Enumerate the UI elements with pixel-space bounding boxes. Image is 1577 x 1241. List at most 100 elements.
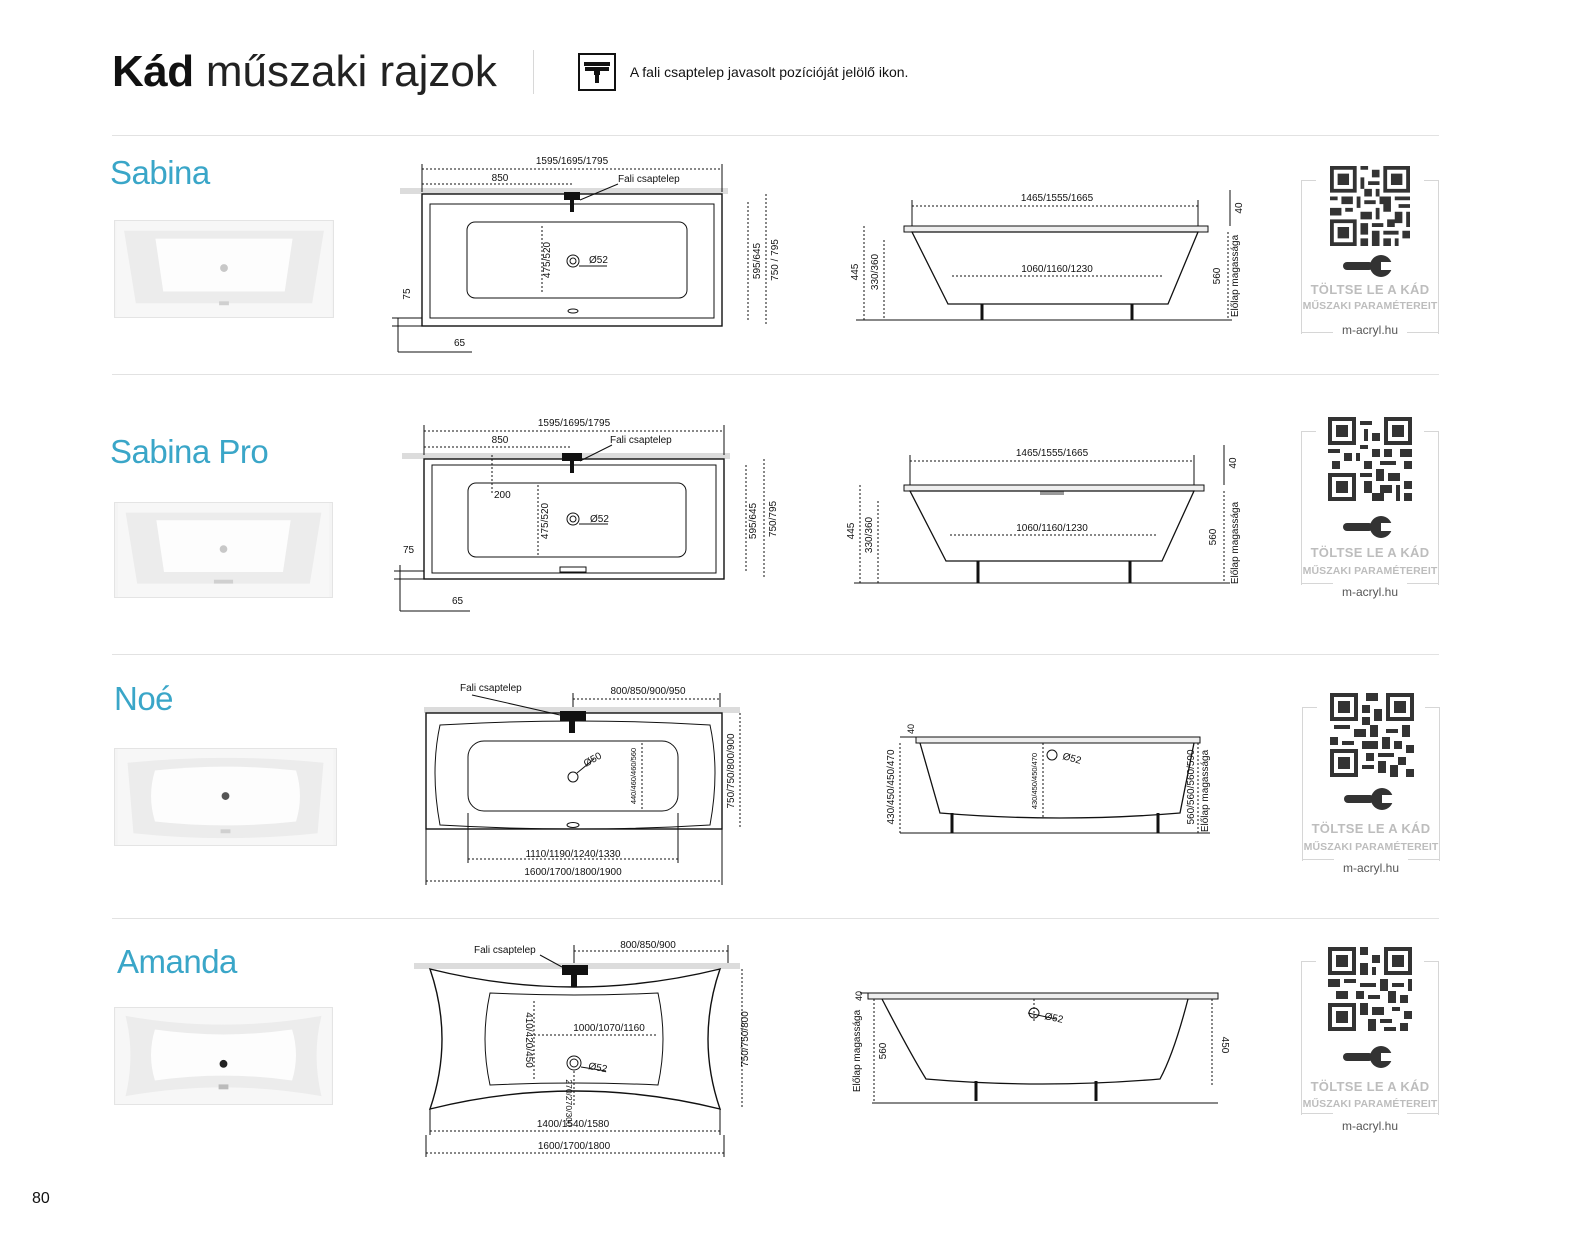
qr-card-bottom bbox=[1301, 1113, 1439, 1114]
dim-left: 75 bbox=[403, 545, 415, 556]
panel-label: Előlap magassága bbox=[1230, 234, 1241, 317]
dim-height: 430/450/450/470 bbox=[886, 749, 897, 825]
dim-width-outer: 750 / 795 bbox=[770, 239, 781, 281]
faucet-label: Fali csaptelep bbox=[474, 945, 536, 956]
top-view-drawing: 1595/1695/1795 850 Fali csaptelep 475/52… bbox=[392, 154, 792, 359]
dim-drain-offset: 270/270/300 bbox=[564, 1079, 574, 1127]
dim-faucet-offset: 850 bbox=[492, 435, 509, 446]
dim-rim: 40 bbox=[854, 991, 864, 1001]
dim-top-length: 1465/1555/1665 bbox=[1016, 448, 1089, 459]
qr-cta-line1: TÖLTSE LE A KÁD bbox=[1311, 821, 1431, 836]
dim-width-inner: 595/645 bbox=[748, 502, 759, 539]
qr-url-text[interactable]: m-acryl.hu bbox=[1337, 585, 1402, 599]
qr-cta-line1: TÖLTSE LE A KÁD bbox=[1310, 545, 1430, 560]
dim-top-length: 1465/1555/1665 bbox=[1021, 193, 1094, 204]
drain-label: Ø52 bbox=[590, 514, 609, 525]
side-view-drawing: 40 560 Előlap magassága Ø52 450 bbox=[852, 983, 1232, 1113]
qr-url[interactable]: m-acryl.hu bbox=[1301, 585, 1439, 599]
qr-card-frame bbox=[1301, 431, 1439, 585]
bathtub-photo bbox=[114, 220, 334, 318]
dim-length: 1595/1695/1795 bbox=[536, 156, 609, 167]
faucet-label: Fali csaptelep bbox=[610, 435, 672, 446]
wrench-icon bbox=[1344, 788, 1398, 810]
dim-panel-height: 560 bbox=[878, 1042, 889, 1059]
top-view-drawing: Fali csaptelep 800/850/900/950 Ø50 440/4… bbox=[420, 679, 760, 889]
qr-card[interactable]: TÖLTSE LE A KÁD MŰSZAKI PARAMÉTEREIT m-a… bbox=[1301, 417, 1439, 599]
qr-card[interactable]: TÖLTSE LE A KÁD MŰSZAKI PARAMÉTEREIT m-a… bbox=[1301, 166, 1439, 337]
qr-url-text[interactable]: m-acryl.hu bbox=[1337, 1119, 1402, 1133]
qr-card[interactable]: TÖLTSE LE A KÁD MŰSZAKI PARAMÉTEREIT m-a… bbox=[1302, 693, 1440, 875]
wrench-icon bbox=[1343, 255, 1397, 277]
dim-inner-length: 1110/1190/1240/1330 bbox=[525, 849, 621, 860]
qr-cta-line1: TÖLTSE LE A KÁD bbox=[1310, 282, 1430, 297]
qr-cta-line2: MŰSZAKI PARAMÉTEREIT bbox=[1303, 841, 1439, 853]
qr-url[interactable]: m-acryl.hu bbox=[1302, 861, 1440, 875]
qr-code-icon[interactable] bbox=[1330, 166, 1410, 246]
bathtub-photo bbox=[114, 748, 337, 846]
dim-inner-width: 440/460/460/560 bbox=[629, 748, 638, 804]
panel-label: Előlap magassága bbox=[1200, 749, 1211, 832]
panel-label: Előlap magassága bbox=[1230, 501, 1241, 584]
dim-length: 1595/1695/1795 bbox=[538, 418, 611, 429]
dim-length: 1600/1700/1800 bbox=[538, 1141, 611, 1152]
qr-cta-line2: MŰSZAKI PARAMÉTEREIT bbox=[1302, 1098, 1438, 1110]
qr-code-icon[interactable] bbox=[1328, 417, 1412, 501]
qr-code-icon[interactable] bbox=[1328, 947, 1412, 1031]
dim-faucet-offset: 850 bbox=[492, 173, 509, 184]
qr-card[interactable]: TÖLTSE LE A KÁD MŰSZAKI PARAMÉTEREIT m-a… bbox=[1301, 947, 1439, 1133]
side-view-drawing: 40 430/450/450/470 430/450/450/470 Ø52 5… bbox=[880, 717, 1230, 847]
divider bbox=[112, 374, 1439, 375]
page-header: Kád műszaki rajzok A fali csaptelep java… bbox=[112, 42, 908, 102]
qr-url[interactable]: m-acryl.hu bbox=[1301, 1119, 1439, 1133]
model-section-sabina: Sabina 1595/1695/1795 850 bbox=[0, 136, 1577, 374]
wall-faucet-icon bbox=[577, 53, 616, 91]
qr-url-text[interactable]: m-acryl.hu bbox=[1337, 323, 1402, 337]
dim-height-b: 330/360 bbox=[864, 516, 875, 553]
header-divider bbox=[532, 50, 534, 94]
drain-label: Ø52 bbox=[587, 1061, 608, 1075]
dim-panel-height: 560 bbox=[1208, 528, 1219, 545]
dim-inner-height: 430/450/450/470 bbox=[1030, 753, 1039, 809]
top-view-drawing: 1595/1695/1795 850 Fali csaptelep 200 47… bbox=[394, 415, 794, 620]
divider bbox=[112, 135, 1439, 136]
page-title-bold: Kád bbox=[112, 47, 194, 96]
dim-width: 750/750/800/900 bbox=[726, 733, 737, 809]
dim-faucet-offset: 800/850/900/950 bbox=[610, 686, 686, 697]
faucet-label: Fali csaptelep bbox=[618, 174, 680, 185]
dim-inner-length: 1000/1070/1160 bbox=[573, 1023, 645, 1034]
dim-left: 75 bbox=[402, 288, 413, 300]
dim-faucet-offset: 800/850/900 bbox=[620, 940, 676, 951]
qr-card-frame bbox=[1301, 180, 1439, 334]
qr-url[interactable]: m-acryl.hu bbox=[1301, 323, 1439, 337]
dim-bottom: 65 bbox=[454, 338, 466, 349]
drain-label: Ø50 bbox=[582, 750, 604, 769]
model-section-sabina-pro: Sabina Pro 1595/1695/1795 850 bbox=[0, 375, 1577, 654]
qr-cta-line2: MŰSZAKI PARAMÉTEREIT bbox=[1302, 565, 1438, 577]
wrench-icon bbox=[1343, 516, 1397, 538]
dim-panel-height: 560 bbox=[1212, 267, 1223, 284]
side-view-drawing: 1465/1555/1665 1060/1160/1230 40 445 330… bbox=[850, 180, 1252, 340]
dim-depth: 450 bbox=[1219, 1037, 1230, 1054]
model-section-amanda: Amanda Fali csaptelep 800/850/900 410/4 bbox=[0, 919, 1577, 1179]
legend-text: A fali csaptelep javasolt pozícióját jel… bbox=[629, 64, 909, 80]
qr-card-bottom bbox=[1301, 583, 1439, 584]
dim-inner-width: 475/520 bbox=[542, 241, 553, 278]
dim-bottom: 65 bbox=[452, 596, 464, 607]
dim-panel-height: 560/560/560/590 bbox=[1186, 749, 1197, 825]
qr-url-text[interactable]: m-acryl.hu bbox=[1338, 861, 1403, 875]
panel-label: Előlap magassága bbox=[852, 1009, 863, 1092]
dim-inner-width: 410/420/450 bbox=[523, 1012, 534, 1068]
dim-height-a: 445 bbox=[850, 263, 861, 280]
dim-height-b: 330/360 bbox=[870, 253, 881, 290]
wrench-icon bbox=[1343, 1046, 1397, 1068]
qr-cta-line2: MŰSZAKI PARAMÉTEREIT bbox=[1302, 300, 1438, 312]
model-name: Sabina Pro bbox=[110, 433, 269, 470]
dim-width-inner: 595/645 bbox=[752, 242, 763, 279]
dim-inner-width: 475/520 bbox=[540, 502, 551, 539]
qr-code-icon[interactable] bbox=[1330, 693, 1414, 777]
side-view-drawing: 1465/1555/1665 1060/1160/1230 40 445 330… bbox=[846, 439, 1250, 599]
dim-rim: 40 bbox=[1228, 457, 1239, 469]
dim-height-a: 445 bbox=[846, 522, 857, 539]
model-name: Noé bbox=[114, 680, 174, 717]
dim-rim: 40 bbox=[1234, 202, 1245, 214]
